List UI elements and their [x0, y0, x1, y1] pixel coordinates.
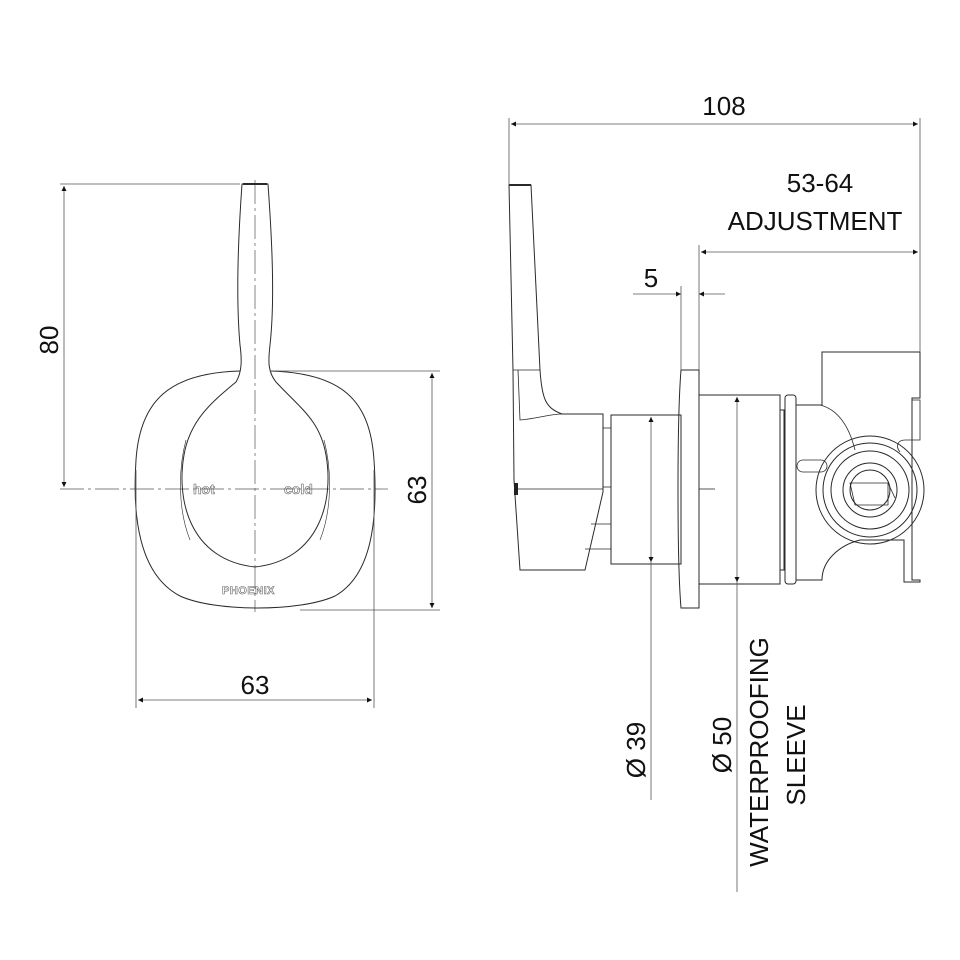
lever-handle [181, 183, 329, 568]
side-view [508, 184, 925, 609]
valve-flange [784, 394, 797, 585]
front-view [60, 180, 388, 612]
dim-63-horizontal: 63 [241, 670, 270, 700]
dim-5: 5 [644, 263, 658, 293]
dim-diameter-39: Ø 39 [621, 722, 651, 778]
valve-port-outer [815, 435, 925, 545]
hot-label: hot [193, 481, 215, 497]
dim-53-64: 53-64 [787, 168, 854, 198]
side-backplate [677, 369, 700, 609]
dimension-5 [633, 286, 725, 370]
note-sleeve: SLEEVE [781, 704, 811, 805]
backplate-outline [134, 370, 376, 609]
brand-label: PHOENIX [222, 585, 275, 597]
side-lever [508, 184, 604, 571]
dim-80: 80 [34, 326, 64, 355]
dimension-adjustment [698, 245, 918, 370]
dimension-108 [508, 118, 921, 352]
valve-body [795, 351, 921, 583]
body-cylinder [610, 414, 682, 565]
waterproofing-sleeve [698, 394, 781, 585]
dim-108: 108 [702, 91, 745, 121]
dimension-plate-width [135, 470, 375, 708]
note-waterproofing: WATERPROOFING [744, 637, 774, 867]
dim-adjustment-label: ADJUSTMENT [728, 206, 903, 236]
dimension-plate-height [270, 370, 440, 611]
lever-inner-edge-right [319, 439, 330, 541]
dim-diameter-50: Ø 50 [707, 717, 737, 773]
dim-63-vertical: 63 [402, 476, 432, 505]
lever-inner-edge [180, 439, 191, 541]
cold-label: cold [284, 481, 313, 497]
dimension-height-80 [60, 183, 240, 487]
